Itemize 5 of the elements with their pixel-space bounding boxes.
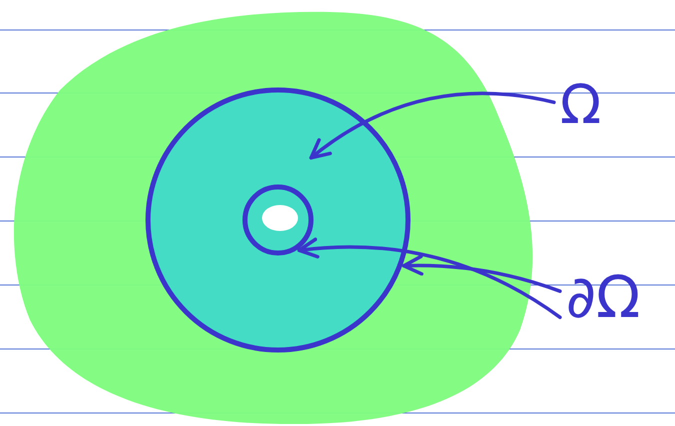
leader-arrow bbox=[309, 92, 556, 160]
leader-arrow bbox=[297, 238, 562, 320]
omega-label: Ω bbox=[560, 78, 602, 132]
leader-arrow bbox=[402, 254, 562, 293]
inner-boundary-circle bbox=[242, 184, 314, 256]
